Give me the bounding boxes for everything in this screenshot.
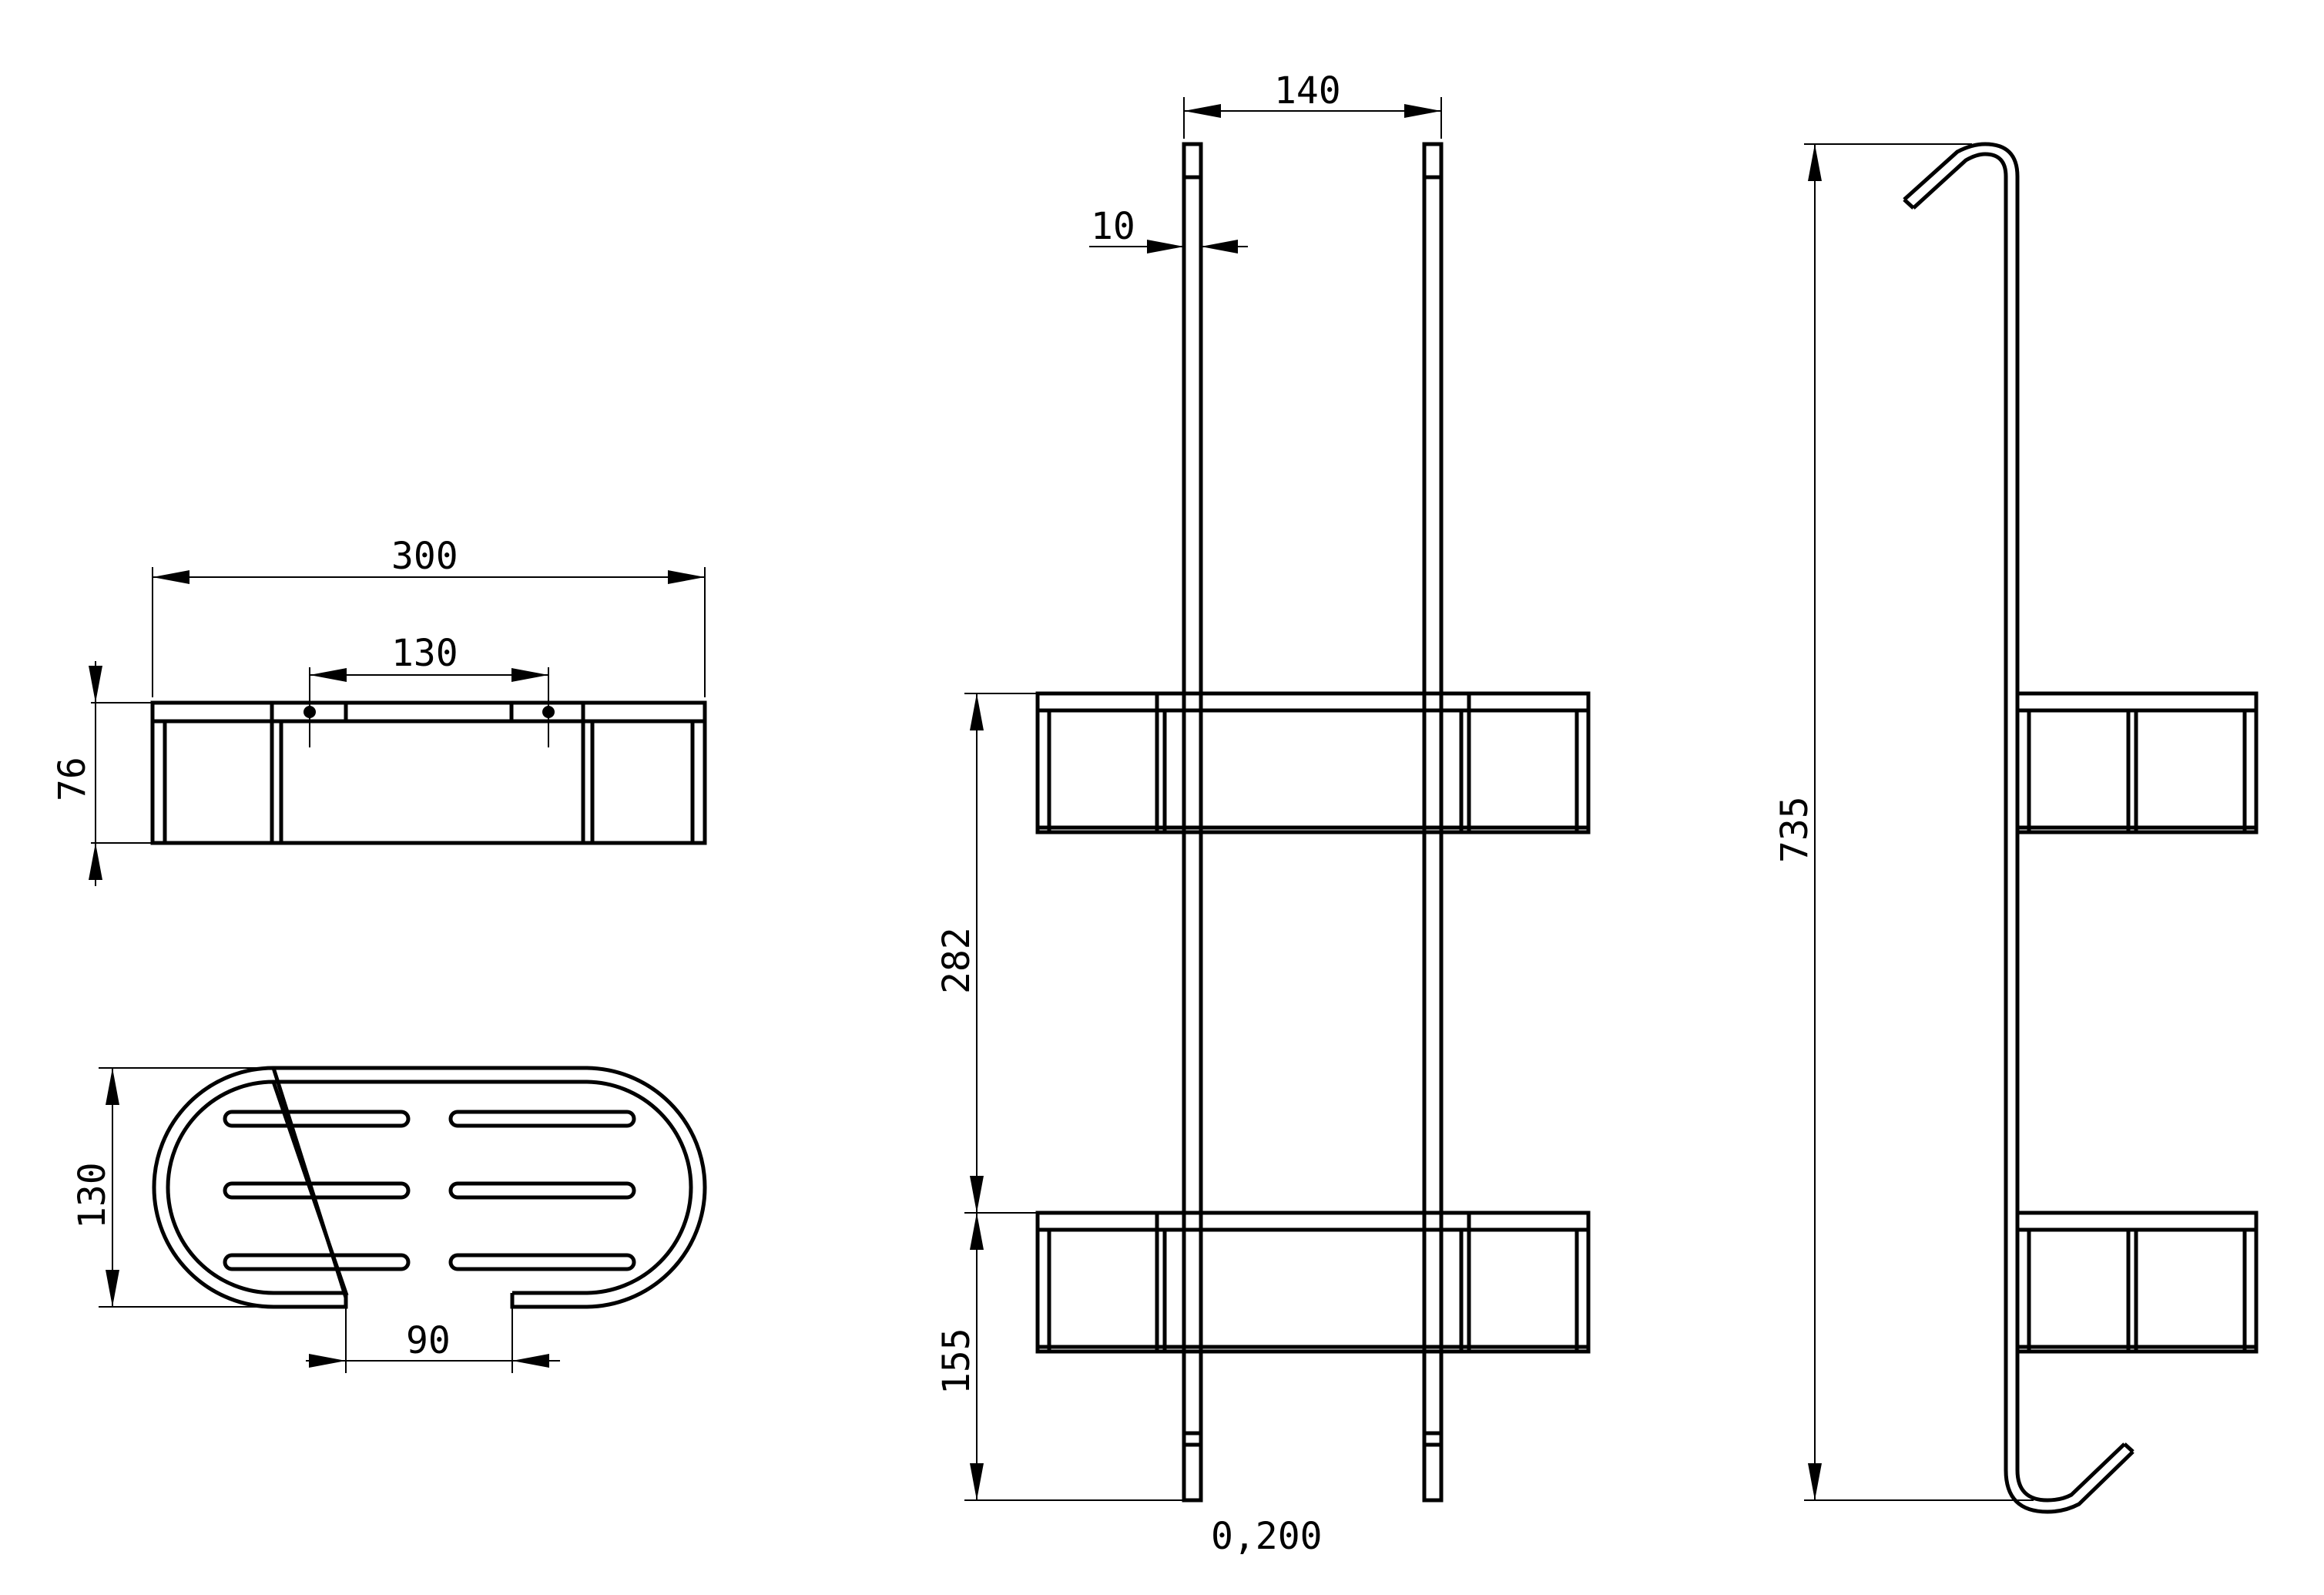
dimension-155: 155 (935, 1213, 1184, 1501)
dimension-label-0-200: 0,200 (1211, 1515, 1323, 1558)
basket-plan-view (152, 1066, 707, 1309)
dimension-label-282: 282 (935, 927, 978, 994)
dimension-130-holes: 130 (309, 632, 549, 747)
dimension-label-300: 300 (391, 535, 458, 578)
dimension-label-140: 140 (1274, 69, 1341, 112)
side-view (1903, 142, 2259, 1514)
dimension-10: 10 (1089, 205, 1248, 254)
dimension-130-depth: 130 (71, 1067, 262, 1308)
dimension-90: 90 (306, 1307, 560, 1373)
dimension-282: 282 (935, 693, 1038, 1214)
dimension-735: 735 (1773, 143, 2034, 1501)
dimension-label-90: 90 (406, 1319, 451, 1362)
dimension-label-130-depth: 130 (71, 1162, 114, 1229)
dimension-label-155: 155 (935, 1328, 978, 1395)
dimension-76: 76 (51, 661, 153, 886)
dimension-140: 140 (1183, 69, 1442, 139)
dimension-300: 300 (152, 535, 706, 697)
drain-slots (223, 1110, 636, 1271)
basket-elevation-view (150, 700, 707, 845)
dimension-label-130-holes: 130 (391, 632, 458, 675)
dimension-label-76: 76 (51, 757, 94, 801)
dimension-label-10: 10 (1091, 205, 1135, 248)
dimension-label-735: 735 (1773, 796, 1816, 863)
front-view (1035, 142, 1591, 1503)
